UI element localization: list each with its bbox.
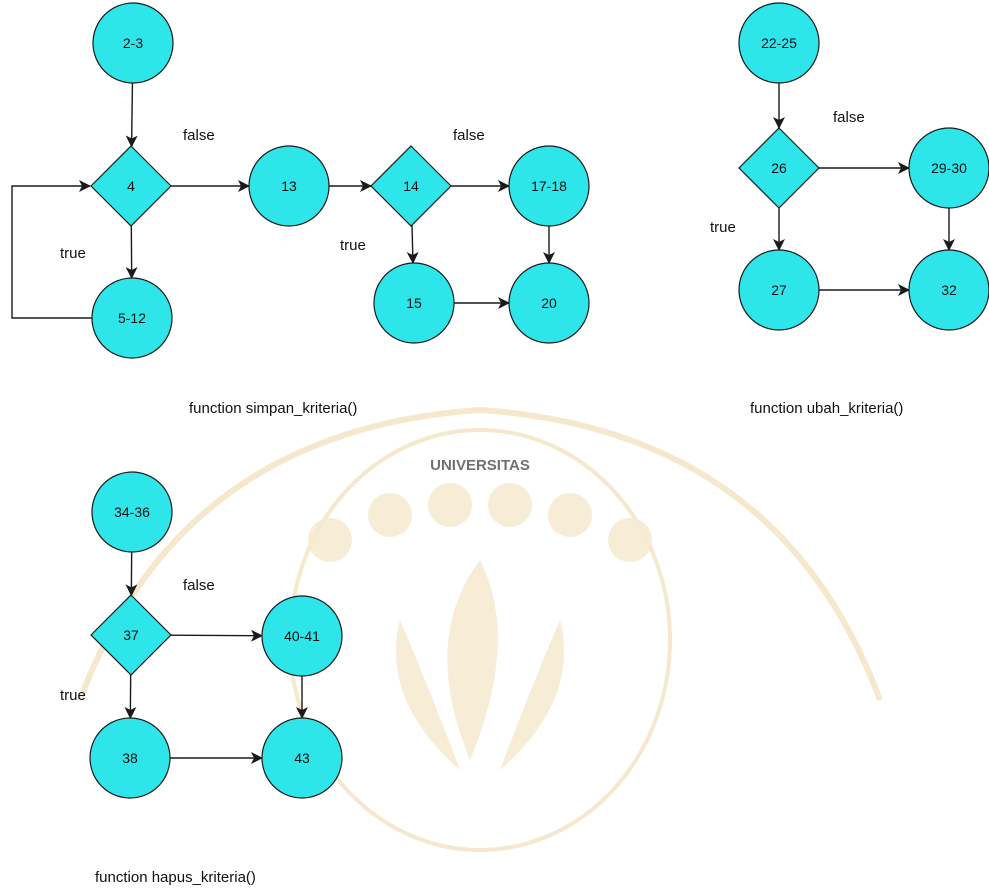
node-label: 22-25: [761, 35, 797, 51]
edge-label-true: true: [710, 219, 736, 236]
node-label: 29-30: [931, 160, 967, 176]
process-node-17-18: [508, 145, 590, 227]
node-label: 17-18: [531, 178, 567, 194]
process-node-15: [373, 262, 455, 344]
node-label: 2-3: [123, 35, 143, 51]
process-node-43: [261, 717, 343, 799]
edge-n14-to-n15: [406, 224, 419, 265]
node-label: 5-12: [118, 310, 146, 326]
process-node-38: [89, 717, 171, 799]
node-label: 4: [127, 178, 135, 194]
edges-layer: [11, 82, 955, 764]
node-label: 15: [406, 295, 422, 311]
node-label: 43: [294, 750, 310, 766]
decision-node-14: [370, 145, 452, 227]
edge-label-false: false: [833, 109, 865, 126]
node-label: 40-41: [284, 628, 320, 644]
nodes-layer: 2-3 4 5-12 13 14 17-18 15 20 22-25 26 29-30 27 32 34-…: [89, 2, 989, 799]
edge-label-true: true: [340, 237, 366, 254]
node-label: 32: [941, 282, 957, 298]
node-label: 20: [541, 295, 557, 311]
decision-node-26: [738, 127, 820, 209]
node-label: 34-36: [114, 504, 150, 520]
edge-n5_12-to-n4: [11, 180, 92, 319]
process-node-5-12: [91, 277, 173, 359]
node-label: 13: [281, 178, 297, 194]
edge-n2_3-to-n4: [125, 82, 138, 148]
process-node-27: [738, 249, 820, 331]
decision-node-37: [90, 594, 172, 676]
node-label: 27: [771, 282, 787, 298]
edge-label-true: true: [60, 687, 86, 704]
node-label: 38: [122, 750, 138, 766]
diagram-caption: function simpan_kriteria(): [189, 400, 357, 417]
process-node-13: [248, 145, 330, 227]
diagram-caption: function ubah_kriteria(): [750, 400, 903, 417]
diagram-caption: function hapus_kriteria(): [95, 869, 256, 886]
node-label: 14: [403, 178, 419, 194]
edge-label-true: true: [60, 245, 86, 262]
node-label: 26: [771, 160, 787, 176]
process-node-2-3: [92, 2, 174, 84]
process-node-20: [508, 262, 590, 344]
process-node-34-36: [91, 471, 173, 553]
edge-n37-to-n40_41: [170, 629, 264, 642]
process-node-40-41: [261, 595, 343, 677]
node-label: 37: [123, 627, 139, 643]
edge-label-false: false: [453, 127, 485, 144]
edge-label-false: false: [183, 577, 215, 594]
process-node-29-30: [908, 127, 989, 209]
process-node-22-25: [738, 2, 820, 84]
decision-node-4: [90, 145, 172, 227]
edge-label-false: false: [183, 127, 215, 144]
labels-layer: false true false true function simpan_kriter…: [60, 109, 903, 886]
process-node-32: [908, 249, 989, 331]
